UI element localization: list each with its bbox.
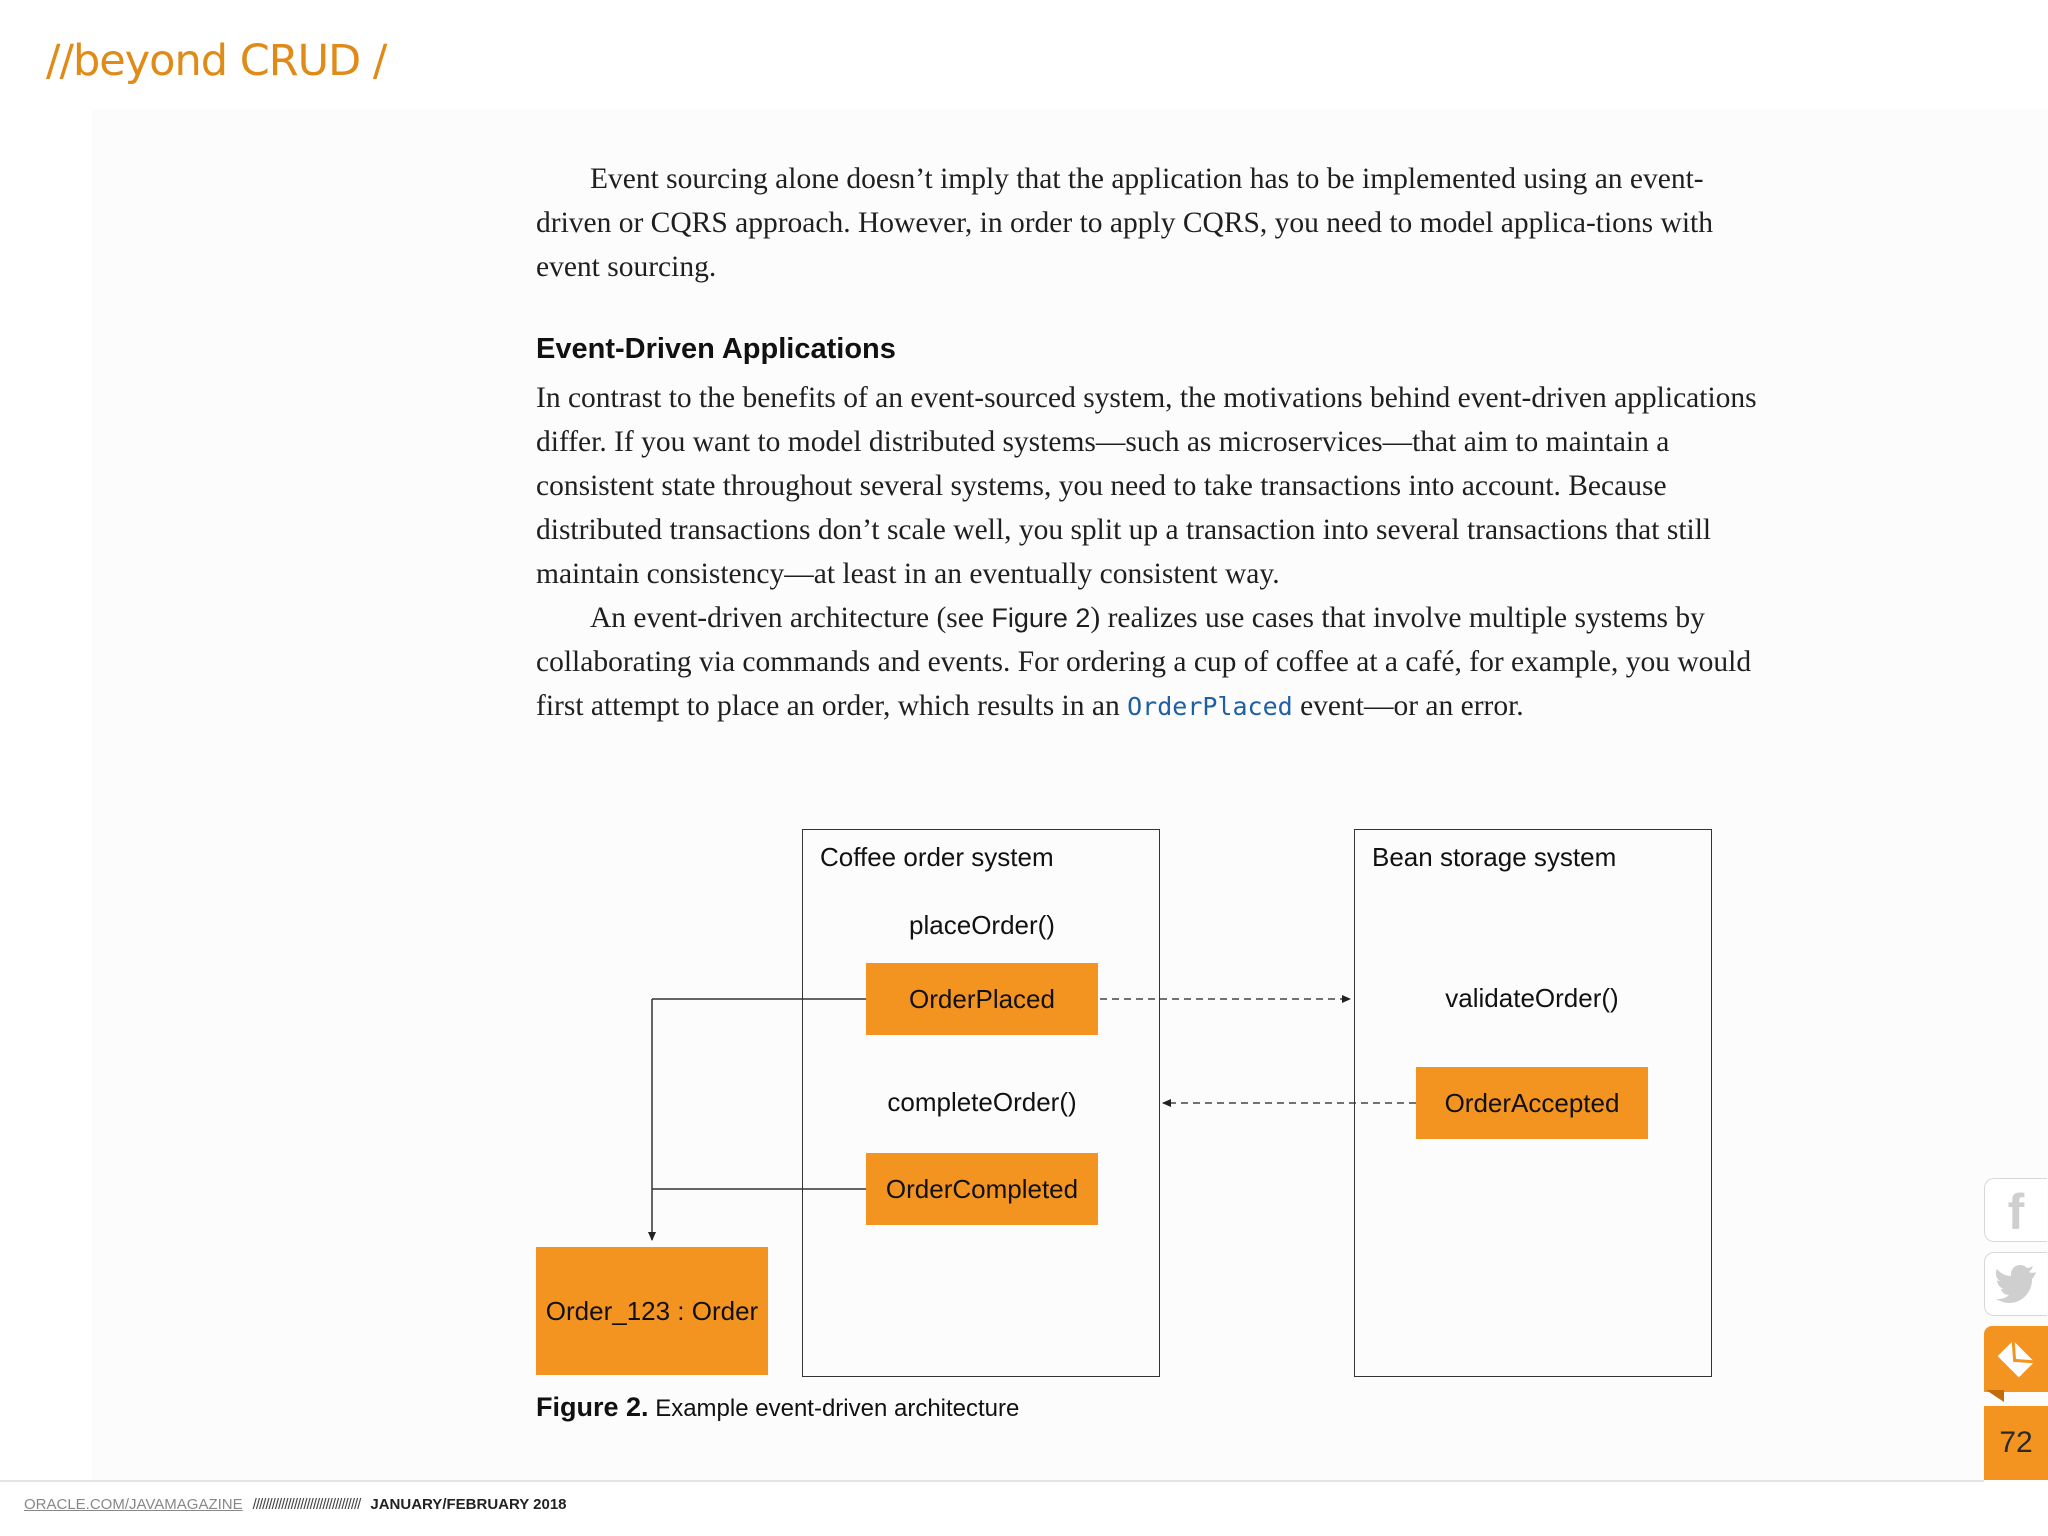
footer: ORACLE.COM/JAVAMAGAZINE /////////////////… — [24, 1496, 567, 1513]
email-icon — [1997, 1340, 2035, 1378]
coffee-order-system-box — [802, 829, 1160, 1377]
bean-storage-system-title: Bean storage system — [1372, 842, 1617, 872]
paragraph-intro-text: Event sourcing alone doesn’t imply that … — [536, 163, 1713, 283]
email-button-tail — [1986, 1390, 2004, 1402]
footer-issue: JANUARY/FEBRUARY 2018 — [370, 1496, 567, 1513]
twitter-bird-icon — [1996, 1265, 2036, 1303]
order-accepted-event: OrderAccepted — [1416, 1067, 1648, 1139]
figure-reference-link[interactable]: Figure 2 — [991, 603, 1091, 633]
validate-order-method: validateOrder() — [1445, 983, 1619, 1013]
section-heading: Event-Driven Applications — [536, 333, 896, 365]
footer-divider — [0, 1480, 1984, 1482]
facebook-icon: f — [2007, 1184, 2025, 1240]
section-title: //beyond CRUD / — [46, 36, 387, 86]
page-background — [92, 110, 2048, 1480]
footer-slashes: ////////////////////////////////// — [252, 1496, 362, 1513]
footer-site-link[interactable]: ORACLE.COM/JAVAMAGAZINE — [24, 1496, 243, 1513]
code-order-placed: OrderPlaced — [1127, 692, 1293, 721]
bean-storage-system-box — [1354, 829, 1712, 1377]
paragraph-architecture-text-c: event—or an error. — [1292, 690, 1524, 722]
paragraph-block: In contrast to the benefits of an event-… — [536, 376, 1776, 729]
complete-order-method: completeOrder() — [887, 1087, 1077, 1117]
figure-caption-label: Figure 2. — [536, 1392, 649, 1422]
order-completed-event: OrderCompleted — [866, 1153, 1098, 1225]
place-order-method: placeOrder() — [909, 910, 1055, 940]
paragraph-motivation: In contrast to the benefits of an event-… — [536, 382, 1757, 590]
facebook-share-button[interactable]: f — [1984, 1178, 2047, 1242]
page-number: 72 — [1984, 1406, 2048, 1480]
paragraph-architecture-text-b: ) realizes use cases that involve multip… — [536, 602, 1752, 722]
twitter-share-button[interactable] — [1984, 1252, 2047, 1316]
order-placed-event: OrderPlaced — [866, 963, 1098, 1035]
order-aggregate-box: Order_123 : Order — [536, 1247, 768, 1375]
paragraph-architecture: An event-driven architecture (see Figure… — [536, 596, 1776, 729]
email-share-button[interactable] — [1984, 1326, 2048, 1392]
figure-caption: Figure 2. Example event-driven architect… — [536, 1392, 1019, 1423]
paragraph-architecture-text-a: An event-driven architecture (see — [590, 602, 992, 634]
figure-caption-text: Example event-driven architecture — [648, 1395, 1020, 1422]
coffee-order-system-title: Coffee order system — [820, 842, 1054, 872]
paragraph-intro: Event sourcing alone doesn’t imply that … — [536, 157, 1776, 289]
